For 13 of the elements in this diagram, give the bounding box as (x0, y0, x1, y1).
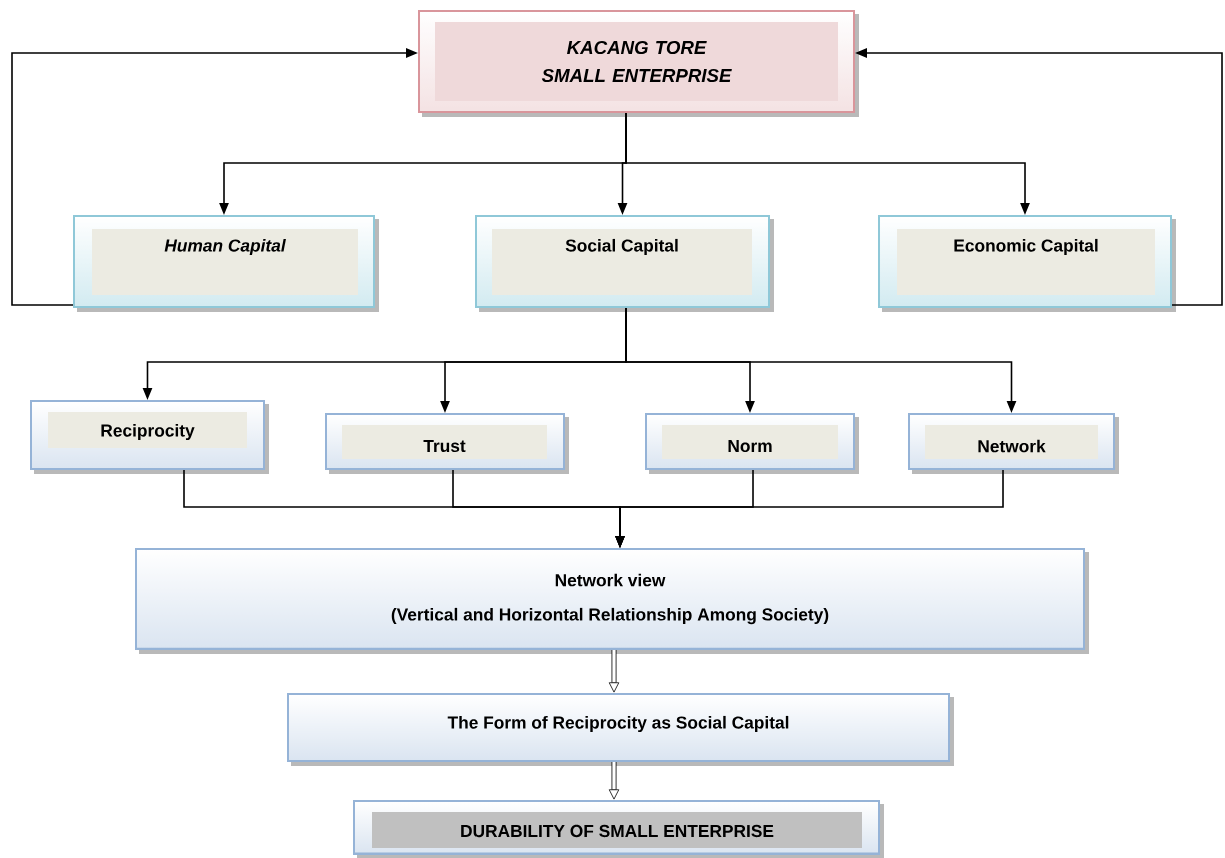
element-box: Network (908, 413, 1119, 474)
capital-box: Social Capital (475, 215, 774, 312)
arrow (608, 650, 620, 693)
process-box: The Form of Reciprocity as Social Capital (287, 693, 954, 766)
element-box: Trust (325, 413, 569, 474)
process-box: Network view (Vertical and Horizontal Relationship Among Society) (135, 548, 1089, 654)
capital-box: Human Capital (73, 215, 379, 312)
outcome-box: DURABILITY OF SMALL ENTERPRISE (353, 800, 884, 858)
element-box: Norm (645, 413, 859, 474)
element-box: Reciprocity (30, 400, 269, 474)
enterprise-box: KACANG TORE SMALL ENTERPRISE (418, 10, 859, 117)
arrow (608, 762, 620, 800)
capital-box: Economic Capital (878, 215, 1176, 312)
